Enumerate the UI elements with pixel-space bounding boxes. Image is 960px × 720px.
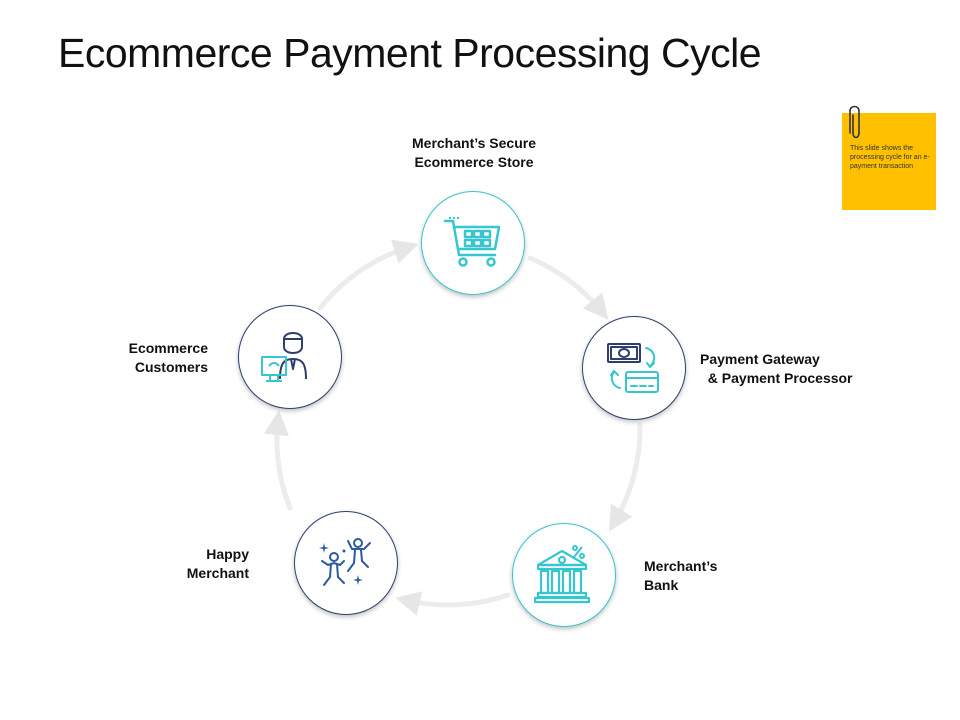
sticky-note-text: This slide shows the processing cycle fo… <box>850 145 930 170</box>
step-label-gateway: Payment Gateway & Payment Processor <box>700 351 853 386</box>
arrow-gateway-to-bank <box>608 422 643 532</box>
step-label-happy-merchant: Happy Merchant <box>186 546 249 581</box>
step-label-store: Merchant’s Secure Ecommerce Store <box>412 135 536 170</box>
step-label-bank: Merchant’s Bank <box>644 558 718 593</box>
bank-icon <box>533 545 591 604</box>
step-node-happy-merchant <box>294 511 398 615</box>
step-node-gateway <box>582 316 686 420</box>
sticky-note: This slide shows the processing cycle fo… <box>842 113 936 210</box>
arrow-store-to-gateway <box>527 255 609 320</box>
step-node-store <box>421 191 525 295</box>
shopping-cart-icon <box>443 217 501 267</box>
arrow-merchant-to-customers <box>264 410 293 511</box>
customer-at-computer-icon <box>261 332 307 382</box>
arrow-bank-to-merchant <box>395 591 511 616</box>
arrow-customers-to-store <box>317 239 419 311</box>
step-label-customers: Ecommerce Customers <box>128 340 208 375</box>
jumping-people-icon <box>319 538 371 586</box>
step-node-customers <box>238 305 342 409</box>
step-node-bank <box>512 523 616 627</box>
cash-card-exchange-icon <box>607 343 659 393</box>
paperclip-icon <box>849 105 860 139</box>
slide-title: Ecommerce Payment Processing Cycle <box>58 30 762 76</box>
